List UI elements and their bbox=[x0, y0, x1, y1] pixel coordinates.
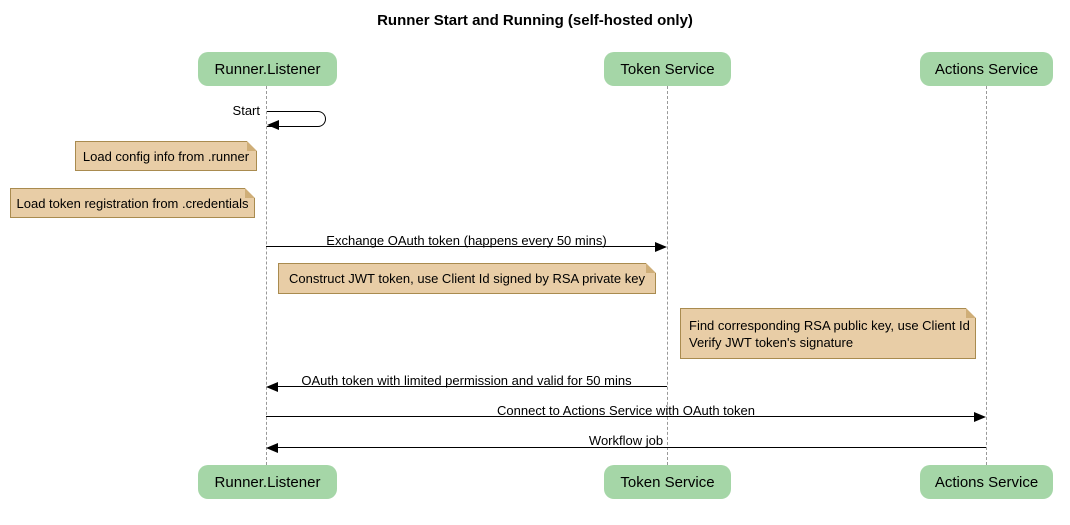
actor-bottom-runner-listener: Runner.Listener bbox=[198, 465, 337, 499]
note-verify-jwt: Find corresponding RSA public key, use C… bbox=[680, 308, 976, 359]
note-construct-jwt: Construct JWT token, use Client Id signe… bbox=[278, 263, 656, 294]
actor-top-actions-service: Actions Service bbox=[920, 52, 1053, 86]
self-message-label: Start bbox=[232, 103, 260, 118]
self-message-loop bbox=[267, 111, 326, 127]
self-message-arrowhead-icon bbox=[267, 120, 279, 130]
actor-label: Runner.Listener bbox=[214, 60, 321, 78]
diagram-title: Runner Start and Running (self-hosted on… bbox=[377, 12, 693, 29]
note-text-line1: Find corresponding RSA public key, use C… bbox=[689, 317, 970, 333]
message-label-oauth-token-back: OAuth token with limited permission and … bbox=[301, 373, 632, 388]
note-fold-icon bbox=[646, 263, 656, 273]
note-text-line2: Verify JWT token's signature bbox=[689, 334, 854, 350]
lifeline-token-service bbox=[667, 86, 668, 465]
message-label-workflow-job: Workflow job bbox=[588, 433, 664, 448]
lifeline-runner-listener bbox=[266, 86, 267, 465]
message-line bbox=[266, 416, 975, 417]
note-fold-icon bbox=[247, 141, 257, 151]
actor-label: Actions Service bbox=[934, 473, 1039, 491]
message-line bbox=[277, 386, 667, 387]
note-text: Construct JWT token, use Client Id signe… bbox=[289, 271, 645, 286]
arrowhead-icon bbox=[974, 412, 986, 422]
message-line bbox=[266, 246, 656, 247]
note-fold-icon bbox=[966, 308, 976, 318]
actor-top-token-service: Token Service bbox=[604, 52, 731, 86]
note-text: Load token registration from .credential… bbox=[16, 195, 249, 211]
actor-label: Actions Service bbox=[934, 60, 1039, 78]
actor-label: Token Service bbox=[620, 60, 715, 78]
actor-label: Runner.Listener bbox=[214, 473, 321, 491]
arrowhead-icon bbox=[266, 443, 278, 453]
message-label-connect-actions: Connect to Actions Service with OAuth to… bbox=[497, 403, 755, 418]
note-fold-icon bbox=[245, 188, 255, 198]
actor-bottom-token-service: Token Service bbox=[604, 465, 731, 499]
lifeline-actions-service bbox=[986, 86, 987, 465]
actor-top-runner-listener: Runner.Listener bbox=[198, 52, 337, 86]
actor-bottom-actions-service: Actions Service bbox=[920, 465, 1053, 499]
note-text: Load config info from .runner bbox=[82, 148, 250, 164]
arrowhead-icon bbox=[266, 382, 278, 392]
actor-label: Token Service bbox=[620, 473, 715, 491]
arrowhead-icon bbox=[655, 242, 667, 252]
message-line bbox=[277, 447, 986, 448]
note-load-config: Load config info from .runner bbox=[75, 141, 257, 171]
note-load-token-registration: Load token registration from .credential… bbox=[10, 188, 255, 218]
message-label-exchange-oauth: Exchange OAuth token (happens every 50 m… bbox=[326, 233, 607, 248]
